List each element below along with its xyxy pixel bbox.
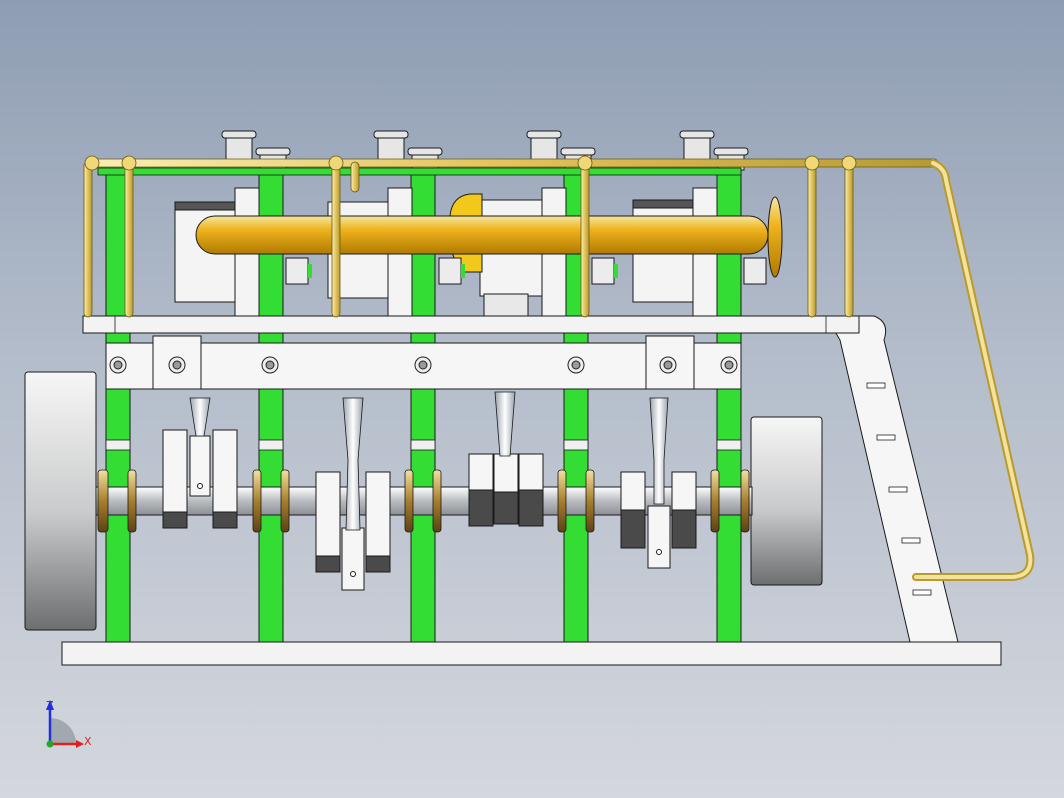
post-bands	[105, 439, 742, 451]
main-bearings	[97, 469, 750, 533]
brass-return-pipe	[912, 159, 1035, 581]
pipe-fittings	[84, 155, 857, 171]
z-axis-label: Z	[46, 699, 54, 712]
axis-triad: Z X	[38, 696, 98, 756]
crank-throw-1	[162, 429, 238, 529]
crank-throw-3	[468, 453, 544, 527]
side-bracket	[825, 315, 959, 643]
top-deck-plate	[82, 315, 860, 334]
triad-graphic	[46, 700, 84, 748]
crank-throw-2	[315, 471, 391, 591]
base-plate	[61, 641, 1002, 666]
x-axis-label: X	[84, 735, 92, 748]
beam-bolts	[109, 356, 738, 374]
right-flywheel	[750, 416, 823, 586]
left-flywheel	[24, 371, 97, 631]
connecting-rods	[189, 391, 669, 531]
top-frame-rail	[97, 167, 742, 176]
crank-throw-4	[620, 471, 697, 569]
